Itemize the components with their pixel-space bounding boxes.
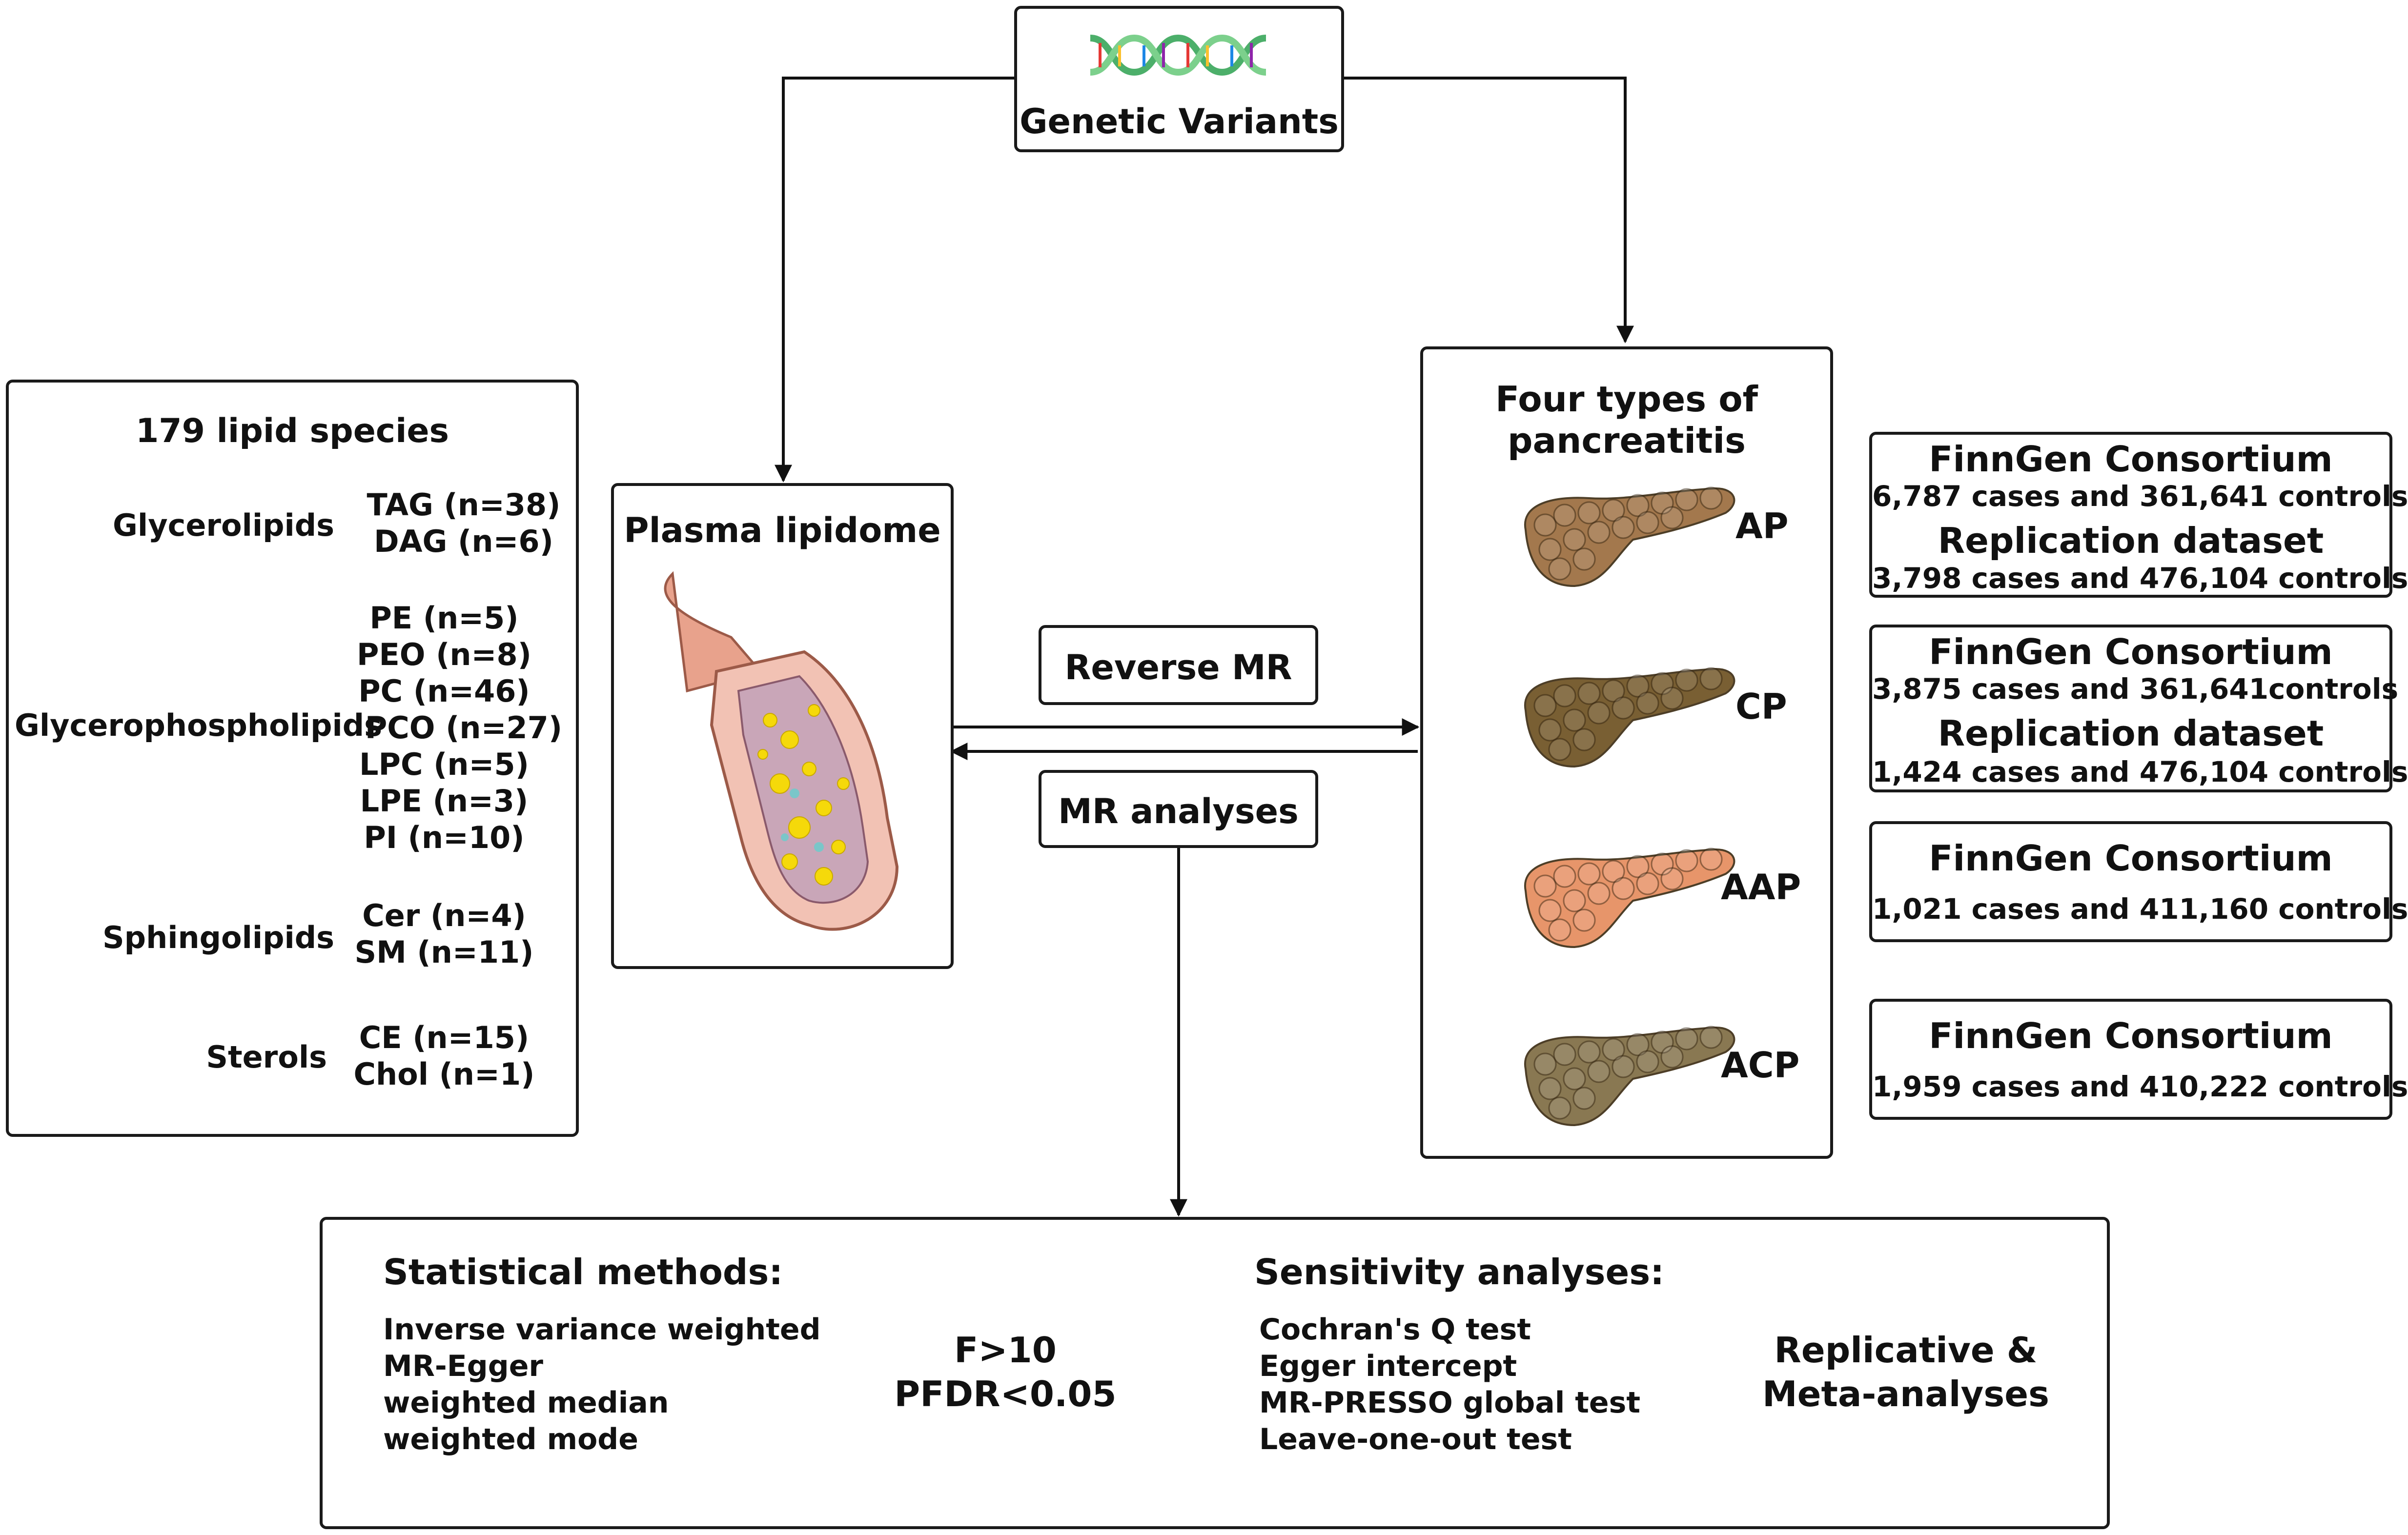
item-cer: Cer (n=4)	[362, 898, 526, 933]
stat-item-wmedian: weighted median	[383, 1386, 669, 1420]
pancreas-ap-icon	[1524, 486, 1735, 587]
ds-cp-title2: Replication dataset	[1938, 713, 2324, 754]
final-line2: Meta-analyses	[1762, 1373, 2049, 1414]
arrow-gv-to-pancreatitis	[1342, 77, 1634, 343]
pancreas-cp-icon	[1524, 667, 1735, 768]
sens-item-presso: MR-PRESSO global test	[1259, 1386, 1640, 1420]
ds-ap-sub2: 3,798 cases and 476,104 controls	[1872, 562, 2408, 595]
dataset-box-aap: FinnGen Consortium 1,021 cases and 411,1…	[1869, 821, 2408, 942]
pancreas-illustrations	[1524, 486, 1735, 1127]
mr-analyses-label: MR analyses	[1058, 791, 1299, 831]
mr-analyses-box: MR analyses	[1039, 770, 1318, 848]
plasma-lipidome-box: Plasma lipidome	[611, 483, 954, 969]
item-tag: TAG (n=38)	[367, 487, 561, 523]
sens-item-cochran: Cochran's Q test	[1259, 1313, 1531, 1347]
item-pe: PE (n=5)	[369, 600, 519, 636]
group-sterols: Sterols	[206, 1039, 327, 1075]
ds-ap-sub1: 6,787 cases and 361,641 controls	[1872, 480, 2408, 513]
group-glycerophospholipids: Glycerophospholipids	[15, 707, 383, 743]
item-ce: CE (n=15)	[359, 1020, 530, 1055]
reverse-mr-label: Reverse MR	[1064, 647, 1292, 687]
final-line1: Replicative &	[1774, 1330, 2038, 1371]
item-peo: PEO (n=8)	[357, 637, 531, 672]
pancreas-aap-icon	[1524, 848, 1735, 949]
plasma-lipidome-title: Plasma lipidome	[624, 510, 941, 550]
item-lpe: LPE (n=3)	[360, 783, 529, 819]
pancreas-acp-icon	[1524, 1026, 1735, 1127]
lipid-species-title: 179 lipid species	[135, 412, 449, 450]
stat-item-egger: MR-Egger	[383, 1349, 543, 1383]
ds-ap-title2: Replication dataset	[1938, 520, 2324, 561]
stat-item-ivw: Inverse variance weighted	[383, 1313, 821, 1347]
item-lpc: LPC (n=5)	[359, 747, 529, 782]
ds-acp-title1: FinnGen Consortium	[1929, 1015, 2333, 1056]
pancreatitis-box: Four types of pancreatitis AP CP AAP ACP	[1420, 346, 1833, 1159]
item-chol: Chol (n=1)	[353, 1056, 535, 1092]
sens-item-loo: Leave-one-out test	[1259, 1422, 1572, 1456]
group-glycerolipids: Glycerolipids	[113, 507, 334, 543]
stat-methods-title: Statistical methods:	[383, 1252, 783, 1293]
lipid-species-box: 179 lipid species	[6, 380, 579, 1137]
criteria-f: F>10	[954, 1330, 1057, 1371]
label-acp: ACP	[1721, 1045, 1800, 1086]
ds-cp-sub1: 3,875 cases and 361,641controls	[1872, 672, 2399, 706]
reverse-mr-box: Reverse MR	[1039, 625, 1318, 705]
dataset-box-ap: FinnGen Consortium 6,787 cases and 361,6…	[1869, 432, 2408, 598]
ds-ap-title1: FinnGen Consortium	[1929, 439, 2333, 480]
ds-aap-title1: FinnGen Consortium	[1929, 838, 2333, 879]
pancreatitis-title-line2: pancreatitis	[1507, 420, 1746, 461]
ds-acp-sub1: 1,959 cases and 410,222 controls	[1872, 1070, 2408, 1103]
ds-cp-sub2: 1,424 cases and 476,104 controls	[1872, 755, 2408, 788]
sens-item-egger: Egger intercept	[1259, 1349, 1517, 1383]
ds-cp-title1: FinnGen Consortium	[1929, 631, 2333, 672]
dna-icon	[1090, 34, 1266, 76]
dataset-box-acp: FinnGen Consortium 1,959 cases and 410,2…	[1869, 999, 2408, 1120]
item-dag: DAG (n=6)	[374, 524, 553, 559]
genetic-variants-label: Genetic Variants	[1020, 101, 1339, 141]
criteria-pfdr: PFDR<0.05	[894, 1373, 1117, 1414]
ds-aap-sub1: 1,021 cases and 411,160 controls	[1872, 892, 2408, 926]
analysis-box	[320, 1217, 2110, 1529]
sensitivity-title: Sensitivity analyses:	[1254, 1252, 1664, 1293]
pancreatitis-title-line1: Four types of	[1495, 379, 1758, 420]
label-ap: AP	[1735, 505, 1789, 546]
genetic-variants-box: Genetic Variants	[1014, 6, 1344, 152]
item-pco: PCO (n=27)	[365, 710, 563, 746]
item-pi: PI (n=10)	[364, 820, 525, 855]
item-pc: PC (n=46)	[358, 673, 530, 709]
blood-vessel-icon	[664, 571, 899, 931]
label-aap: AAP	[1721, 867, 1801, 908]
label-cp: CP	[1735, 686, 1787, 727]
dataset-box-cp: FinnGen Consortium 3,875 cases and 361,6…	[1869, 625, 2408, 792]
stat-item-wmode: weighted mode	[383, 1422, 638, 1456]
group-sphingolipids: Sphingolipids	[102, 920, 334, 955]
item-sm: SM (n=11)	[354, 934, 534, 970]
arrow-gv-to-plasma	[775, 77, 1018, 483]
